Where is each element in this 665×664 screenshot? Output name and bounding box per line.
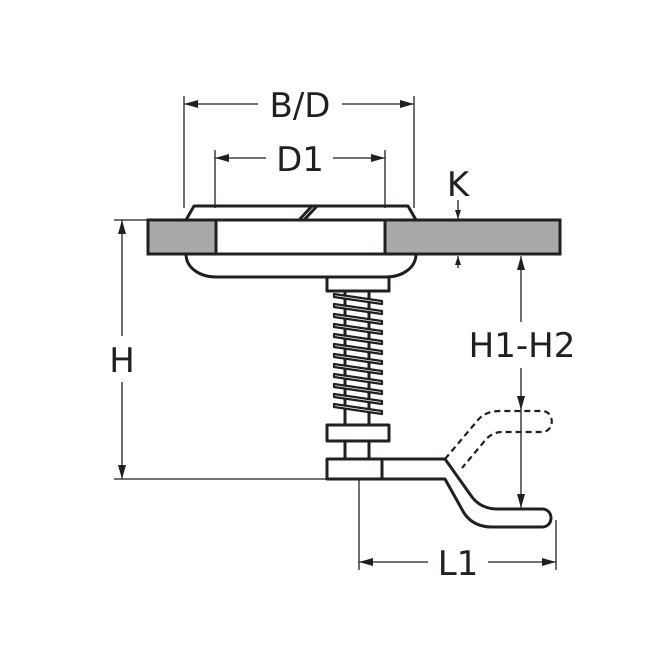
cam-arm [380, 457, 553, 529]
h1h2-arrow-top [517, 256, 525, 270]
l1-label: L1 [438, 544, 479, 584]
k-arrow-top [455, 210, 461, 219]
spring-coil [332, 402, 384, 416]
panel-left-section [146, 218, 218, 256]
spring-coil [332, 382, 384, 396]
spring-coil [332, 362, 384, 376]
h-arrow-top [118, 220, 126, 234]
shaft-lower [343, 439, 371, 461]
spring-coil [332, 312, 384, 326]
dimension-d1: D1 [214, 140, 386, 208]
dimension-bd: B/D [183, 86, 415, 208]
panel-right-section [383, 218, 562, 256]
head-flange [184, 204, 418, 222]
h1h2-arrow-bottom [517, 494, 525, 508]
spring-coil [332, 332, 384, 346]
bd-arrow-left [184, 100, 198, 108]
d1-label: D1 [276, 140, 324, 180]
dimension-h: H [109, 219, 327, 480]
dimension-h1-h2: H1-H2 [469, 256, 576, 508]
spring-coil [332, 342, 384, 356]
head-cup [184, 252, 418, 279]
panel-bore-section [214, 218, 387, 256]
spring-coil [332, 372, 384, 386]
bd-arrow-right [400, 100, 414, 108]
panel [146, 218, 562, 256]
cam-arm-alternate-position [444, 409, 553, 469]
spring-coil [332, 392, 384, 406]
spring-washer [325, 423, 391, 443]
spring-coil [332, 292, 384, 306]
l1-arrow-left [359, 558, 373, 566]
cam-hub [325, 457, 384, 481]
h1h2-arrow-mid [517, 396, 525, 410]
l1-arrow-right [542, 558, 556, 566]
spring-coil [332, 302, 384, 316]
spring-coils [332, 292, 384, 416]
d1-arrow-left [215, 154, 229, 162]
dimension-k: K [447, 165, 471, 268]
h1h2-label: H1-H2 [469, 326, 576, 366]
h-label: H [109, 341, 135, 381]
latch-head [184, 204, 418, 279]
spring-collar-top [325, 275, 391, 293]
bd-label: B/D [270, 86, 331, 126]
spring-assembly [325, 275, 391, 461]
spring-coil [332, 322, 384, 336]
cam-handle [325, 409, 553, 529]
head-slot [298, 204, 319, 221]
k-label: K [447, 165, 471, 205]
h-arrow-bottom [118, 465, 126, 479]
d1-arrow-right [371, 154, 385, 162]
spring-coil [332, 352, 384, 366]
dimension-l1: L1 [358, 479, 557, 584]
